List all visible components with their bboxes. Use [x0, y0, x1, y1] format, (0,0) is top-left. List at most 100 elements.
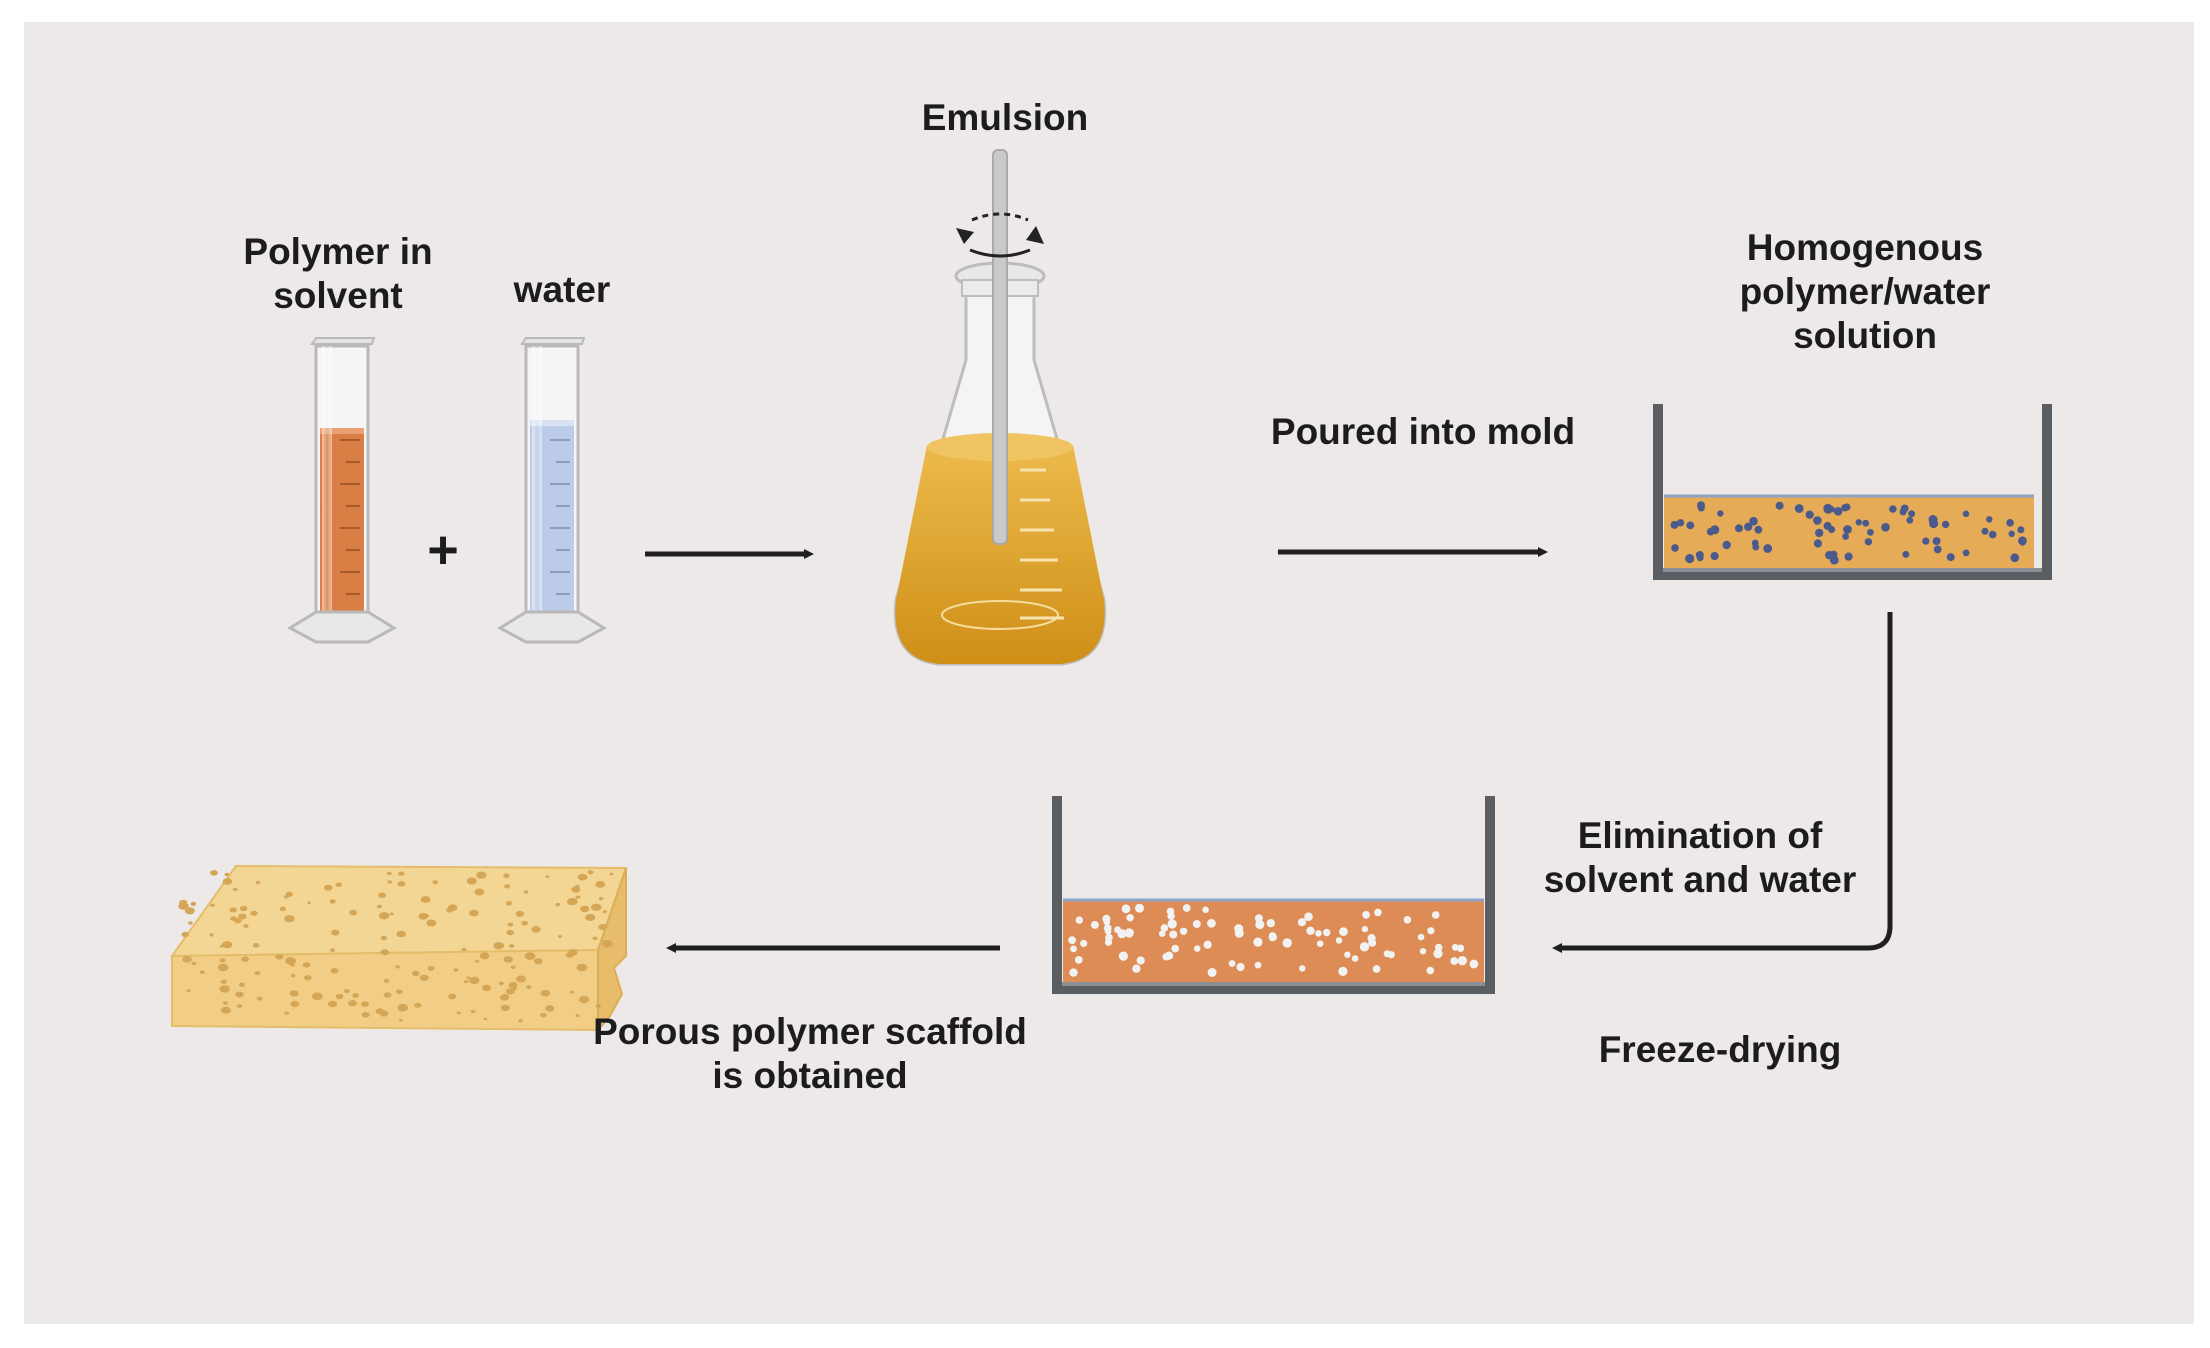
whiteDots-mark [1114, 926, 1121, 934]
spongePores-mark [579, 996, 590, 1004]
spongePores-mark [232, 887, 238, 892]
whiteDots-mark [1090, 920, 1099, 929]
blueDots-mark [1717, 510, 1724, 517]
spongePores-mark [504, 884, 511, 889]
spongePores-mark [239, 982, 246, 987]
whiteDots-mark [1068, 936, 1076, 945]
whiteDots-mark [1282, 938, 1292, 948]
blueDots-mark [1833, 507, 1843, 516]
whiteDots-mark [1469, 959, 1479, 969]
spongePores-mark [533, 958, 543, 965]
spongePores-mark [254, 971, 261, 976]
blueDots-mark [1696, 554, 1704, 562]
spongePores-mark [567, 897, 578, 906]
blueDots-mark [1946, 553, 1955, 562]
spongePores-mark [285, 891, 293, 897]
spongePores-mark [250, 910, 258, 916]
blueDots-mark [1749, 516, 1758, 526]
spongePores-mark [575, 895, 581, 899]
whiteDots-mark [1457, 956, 1468, 966]
whiteDots-mark [1427, 927, 1435, 935]
spongePores-mark [255, 880, 261, 885]
blueDots-mark [1855, 519, 1863, 526]
spongePores-mark [290, 1000, 300, 1008]
whiteDots-mark [1450, 957, 1459, 965]
whiteDots-mark [1338, 966, 1348, 977]
spongePores-mark [380, 935, 387, 941]
spongePores-mark [386, 871, 392, 876]
whiteDots-mark [1118, 951, 1128, 961]
spongePores-mark [567, 949, 578, 956]
whiteDots-mark [1136, 956, 1145, 965]
spongePores-mark [420, 896, 431, 903]
blueDots-mark [1813, 539, 1822, 548]
spongePores-mark [396, 930, 407, 938]
whiteDots-mark [1253, 937, 1263, 947]
sponge-scaffold-icon [170, 864, 628, 1033]
whiteDots-mark [1069, 968, 1078, 977]
spongePores-mark [505, 988, 515, 995]
whiteDots-mark [1431, 911, 1440, 919]
whiteDots-mark [1359, 942, 1370, 952]
blueDots-mark [2008, 530, 2015, 537]
blueDots-mark [1842, 533, 1849, 540]
spongePores-mark [420, 974, 429, 982]
spongePores-mark [329, 899, 336, 904]
whiteDots-mark [1104, 938, 1113, 946]
spongePores-mark [426, 919, 437, 927]
whiteDots-mark [1403, 916, 1412, 924]
spongePores-mark [186, 989, 191, 992]
spongePores-mark [209, 933, 214, 937]
whiteDots-mark [1070, 945, 1077, 953]
blueDots-mark [1932, 537, 1941, 546]
spongePores-mark [493, 942, 505, 950]
spongePores-mark [474, 888, 485, 896]
spongePores-mark [503, 956, 513, 963]
spongePores-mark [219, 958, 226, 963]
spongePores-mark [327, 1000, 338, 1008]
label-water: water [513, 269, 611, 310]
spongePores-mark [448, 904, 458, 911]
spongePores-mark [466, 976, 471, 979]
whiteDots-mark [1171, 944, 1180, 953]
spongePores-mark [389, 912, 394, 916]
whiteDots-mark [1075, 916, 1084, 924]
spongePores-mark [540, 989, 551, 997]
whiteDots-mark [1207, 968, 1217, 977]
blueDots-mark [1697, 504, 1705, 512]
blueDots-mark [1841, 504, 1849, 512]
spongePores-mark [603, 910, 607, 914]
spongePores-mark [506, 929, 514, 936]
spongePores-mark [182, 956, 192, 963]
blueDots-mark [1929, 519, 1939, 529]
blueDots-mark [1676, 519, 1685, 527]
spongePores-mark [466, 877, 477, 885]
whiteDots-mark [1266, 919, 1276, 928]
spongePores-mark [284, 1011, 290, 1015]
whiteDots-mark [1236, 962, 1245, 972]
label-elimination: Elimination of solvent and water [1543, 815, 1857, 900]
blueDots-mark [1864, 538, 1873, 546]
spongePores-mark [424, 914, 430, 918]
spongePores-mark [500, 994, 510, 1001]
spongePores-mark [230, 916, 238, 921]
blueDots-mark [1685, 553, 1695, 564]
blueDots-mark [1722, 540, 1731, 550]
spongePores-mark [323, 884, 333, 891]
mold-tray-frozen-icon [1052, 796, 1495, 994]
whiteDots-mark [1351, 955, 1359, 962]
whiteDots-mark [1255, 920, 1265, 930]
spongePores-mark [498, 981, 504, 986]
spongePores-mark [330, 967, 339, 974]
whiteDots-mark [1323, 928, 1331, 937]
spongePores-mark [241, 956, 249, 962]
whiteDots-mark [1456, 944, 1465, 952]
whiteDots-mark [1228, 960, 1236, 967]
blueDots-mark [1981, 527, 1989, 535]
label-homogenous-solution: Homogenous polymer/water solution [1739, 227, 1991, 356]
whiteDots-mark [1167, 919, 1177, 929]
blueDots-mark [1908, 510, 1916, 518]
whiteDots-mark [1158, 930, 1166, 937]
label-freeze-drying: Freeze-drying [1598, 1029, 1842, 1070]
